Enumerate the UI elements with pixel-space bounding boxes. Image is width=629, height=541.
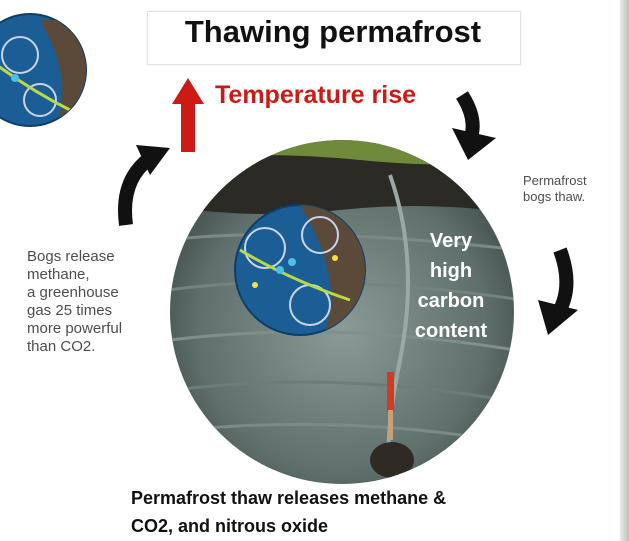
curved-arrow-icon-right: [538, 247, 578, 335]
red-up-arrow-icon: [172, 78, 204, 152]
left-note-line: a greenhouse: [27, 284, 119, 301]
curved-arrow-icon-top-right: [452, 91, 496, 160]
carbon-label-line: carbon: [417, 290, 485, 312]
left-note-line: Bogs release: [27, 248, 115, 265]
right-note: Permafrost bogs thaw.: [523, 173, 623, 205]
diagram-title: Thawing permafrost: [184, 14, 482, 49]
background-edge: [620, 0, 629, 541]
carbon-label: Very high carbon content: [396, 226, 506, 346]
right-note-line: bogs thaw.: [523, 189, 586, 204]
caption-line: Permafrost thaw releases methane &: [131, 488, 447, 508]
curved-arrow-icon-left: [118, 145, 170, 226]
right-note-line: Permafrost: [523, 173, 587, 188]
carbon-label-line: Very: [429, 230, 473, 252]
carbon-label-line: content: [414, 320, 488, 342]
molecule-icon: [234, 204, 366, 336]
left-note-line: than CO2.: [27, 338, 96, 355]
caption: Permafrost thaw releases methane & CO2, …: [131, 484, 591, 540]
caption-line: CO2, and nitrous oxide: [131, 516, 329, 536]
molecule-icon-corner: [0, 13, 87, 127]
carbon-label-line: high: [429, 260, 473, 282]
left-note-line: methane,: [27, 266, 90, 283]
left-note-line: gas 25 times: [27, 302, 113, 319]
temperature-label: Temperature rise: [215, 81, 417, 109]
left-note-line: more powerful: [27, 320, 123, 337]
title-box: [147, 11, 521, 65]
left-note: Bogs release methane, a greenhouse gas 2…: [27, 248, 157, 356]
